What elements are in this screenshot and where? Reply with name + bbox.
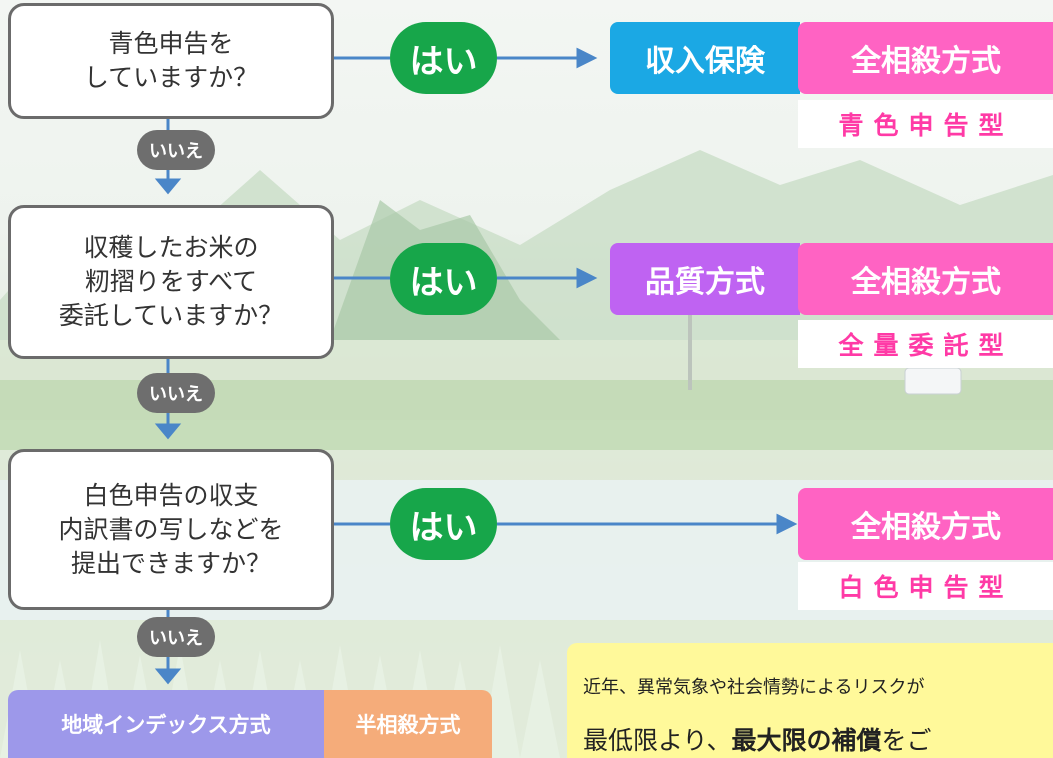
- flow-connectors: [154, 47, 798, 685]
- question-hulling-consignment: 収穫したお米の 籾摺りをすべて 委託していますか？: [8, 205, 334, 359]
- question-line: 籾摺りをすべて: [84, 267, 258, 296]
- question-line: 委託していますか？: [58, 301, 284, 330]
- quality-method-tag: 品質方式: [610, 243, 800, 315]
- note-emphasis: 最大限の補償: [731, 726, 882, 755]
- no-badge: いいえ: [137, 617, 215, 657]
- half-offset-method-tag: 半相殺方式: [324, 690, 492, 758]
- question-white-return: 白色申告の収支 内訳書の写しなどを 提出できますか？: [8, 449, 334, 610]
- blue-return-type-label: 青色申告型: [798, 100, 1053, 148]
- yes-badge: はい: [390, 22, 497, 94]
- note-line-2: 最低限より、最大限の補償をご: [583, 721, 932, 757]
- question-line: 白色申告の収支: [83, 480, 259, 510]
- note-text: をご: [881, 726, 932, 755]
- note-line-1: 近年、異常気象や社会情勢によるリスクが: [583, 677, 925, 698]
- yes-badge: はい: [390, 243, 497, 315]
- full-offset-method-tag: 全相殺方式: [798, 488, 1053, 560]
- no-badge: いいえ: [137, 130, 215, 170]
- question-line: していますか？: [83, 63, 259, 92]
- white-return-type-label: 白色申告型: [798, 562, 1053, 610]
- truck: [904, 367, 962, 395]
- question-line: 提出できますか？: [70, 548, 271, 578]
- info-note: 近年、異常気象や社会情勢によるリスクが 最低限より、最大限の補償をご: [567, 643, 1053, 758]
- question-line: 青色申告を: [108, 29, 234, 58]
- question-line: 収穫したお米の: [83, 233, 259, 262]
- question-line: 内訳書の写しなどを: [58, 514, 284, 544]
- full-consignment-type-label: 全量委託型: [798, 320, 1053, 368]
- regional-index-method-tag: 地域インデックス方式: [8, 690, 324, 758]
- yes-badge: はい: [390, 488, 497, 560]
- note-text: 最低限より、: [583, 726, 732, 755]
- question-blue-return: 青色申告を していますか？: [8, 3, 334, 119]
- no-badge: いいえ: [137, 373, 215, 413]
- full-offset-method-tag: 全相殺方式: [798, 243, 1053, 315]
- full-offset-method-tag: 全相殺方式: [798, 22, 1053, 94]
- income-insurance-tag: 収入保険: [610, 22, 800, 94]
